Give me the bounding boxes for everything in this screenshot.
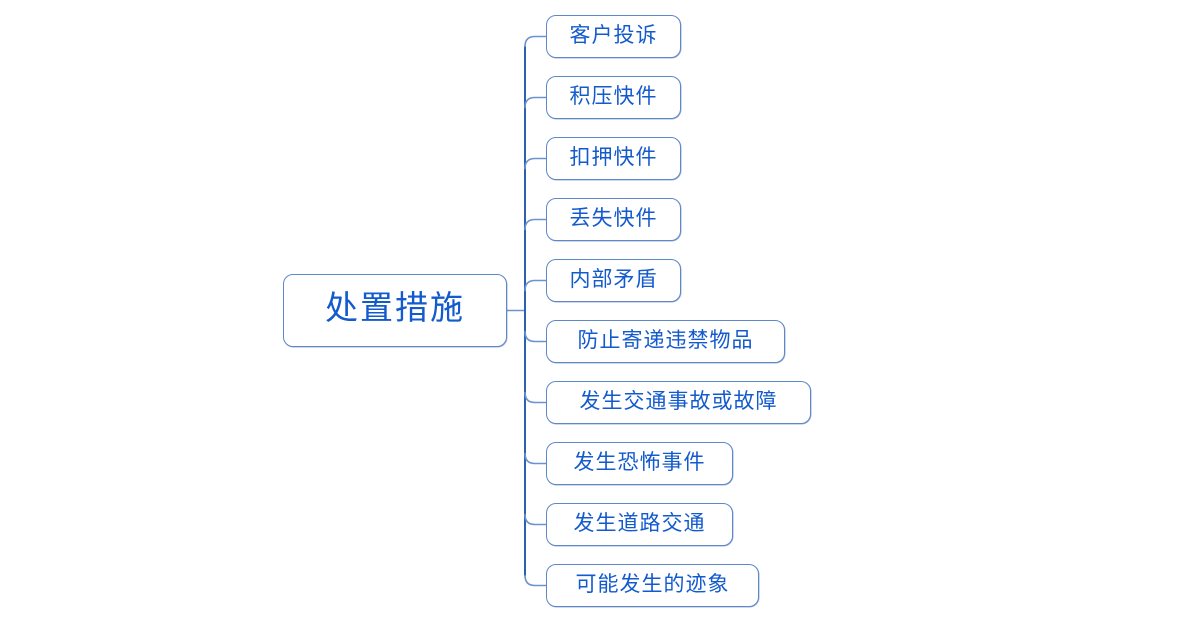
child-node-label: 防止寄递违禁物品	[577, 328, 754, 352]
child-node[interactable]: 客户投诉	[546, 15, 681, 58]
child-node[interactable]: 可能发生的迹象	[546, 564, 759, 607]
child-node[interactable]: 内部矛盾	[546, 259, 681, 302]
child-node[interactable]: 积压快件	[546, 76, 681, 119]
root-node-label: 处置措施	[325, 291, 465, 327]
child-node-label: 丢失快件	[569, 206, 658, 230]
child-node-label: 发生恐怖事件	[573, 450, 706, 474]
child-node-label: 发生道路交通	[573, 511, 706, 535]
child-node-label: 客户投诉	[569, 23, 658, 47]
child-node[interactable]: 扣押快件	[546, 137, 681, 180]
branch-line	[524, 330, 547, 343]
branch-line	[524, 513, 547, 526]
child-node[interactable]: 发生道路交通	[546, 503, 733, 546]
child-node[interactable]: 防止寄递违禁物品	[546, 320, 785, 363]
child-node[interactable]: 发生交通事故或故障	[546, 381, 811, 424]
branch-line	[524, 35, 547, 48]
child-node[interactable]: 发生恐怖事件	[546, 442, 733, 485]
branch-line	[524, 574, 547, 587]
child-node-label: 内部矛盾	[569, 267, 658, 291]
branch-line	[524, 218, 547, 231]
branch-line	[524, 452, 547, 465]
root-node[interactable]: 处置措施	[283, 274, 507, 347]
child-node-label: 可能发生的迹象	[575, 572, 730, 596]
child-node-label: 积压快件	[569, 84, 658, 108]
child-node[interactable]: 丢失快件	[546, 198, 681, 241]
branch-line	[524, 391, 547, 404]
child-node-label: 发生交通事故或故障	[579, 389, 778, 413]
branch-line	[524, 96, 547, 109]
child-node-label: 扣押快件	[569, 145, 658, 169]
branch-line	[524, 279, 547, 292]
branch-line	[524, 157, 547, 170]
